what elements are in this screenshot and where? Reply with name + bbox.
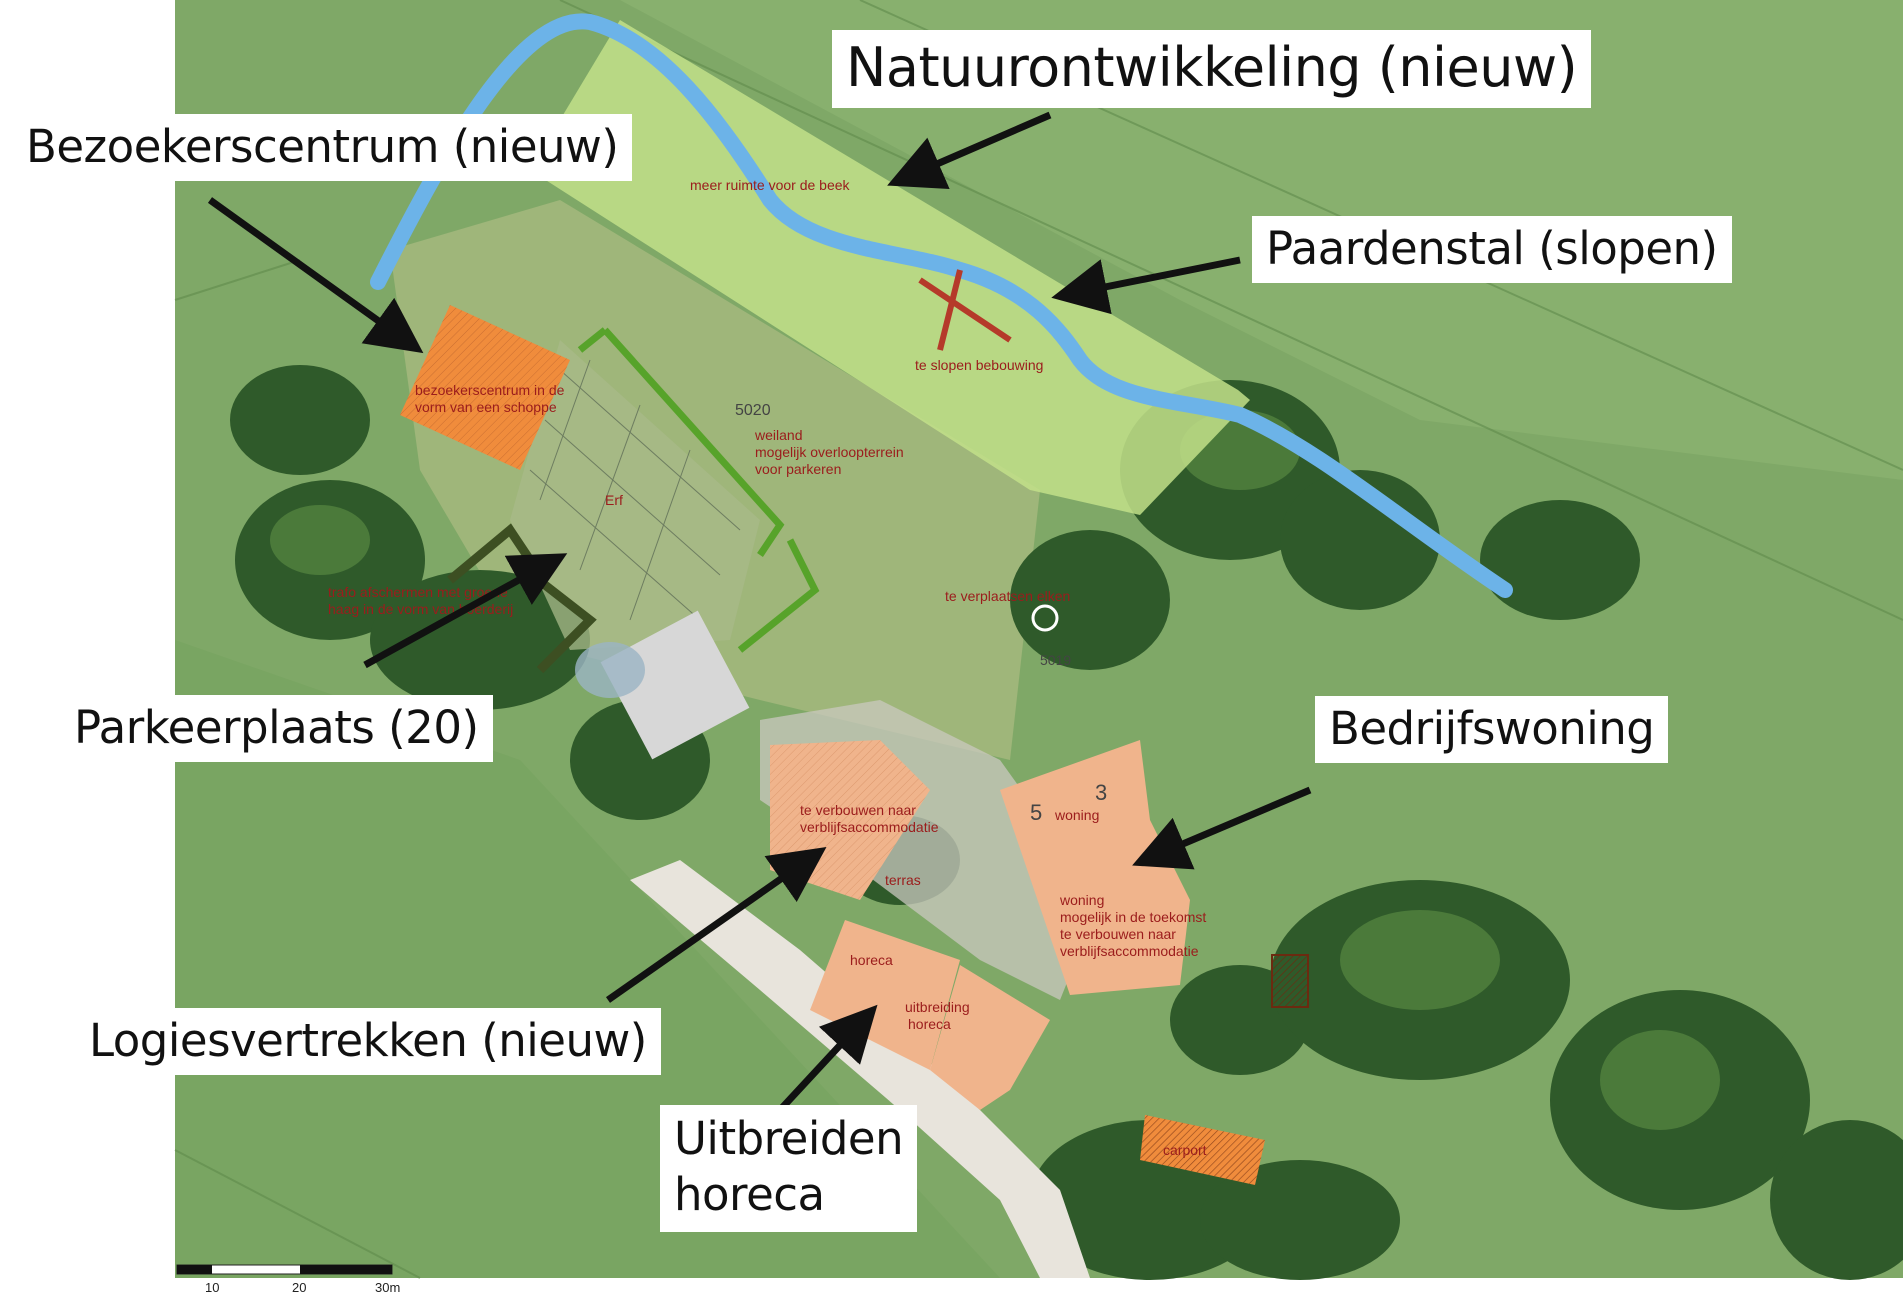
callout-bedrijfswoning: Bedrijfswoning bbox=[1315, 696, 1669, 764]
label-horeca: horeca bbox=[850, 952, 893, 968]
label-trafo-2: haag in de vorm van boerderij bbox=[328, 601, 513, 617]
transformer-plot bbox=[600, 610, 750, 760]
arrow-natuur bbox=[887, 111, 1052, 189]
tree-highlights bbox=[270, 410, 1720, 1130]
label-parcel-5019: 5019 bbox=[1040, 652, 1071, 668]
horeca-extension-building bbox=[930, 965, 1050, 1110]
nature-development-zone bbox=[530, 20, 1250, 515]
label-woning2-3: te verbouwen naar bbox=[1060, 926, 1176, 942]
arrow-logies bbox=[605, 846, 827, 1003]
bottom-white-margin bbox=[0, 1278, 1903, 1307]
field-lines bbox=[174, 0, 1903, 1279]
stream bbox=[370, 13, 1513, 598]
scale-20: 20 bbox=[292, 1280, 306, 1295]
parking-area bbox=[510, 327, 820, 653]
label-num3: 3 bbox=[1095, 780, 1107, 805]
callout-arrows bbox=[207, 111, 1312, 1113]
demolition-cross bbox=[918, 269, 1012, 351]
scale-bar: 10 20 30m bbox=[176, 1264, 400, 1295]
label-woning2-2: mogelijk in de toekomst bbox=[1060, 909, 1206, 925]
tree-marker bbox=[1031, 604, 1059, 632]
company-house-building bbox=[1000, 740, 1190, 995]
left-white-margin bbox=[0, 0, 175, 1307]
label-bezoek-2: vorm van een schoppe bbox=[415, 399, 557, 415]
callout-parkeerplaats: Parkeerplaats (20) bbox=[60, 695, 493, 763]
arrow-horeca bbox=[777, 1004, 878, 1113]
label-verbouwen-1: te verbouwen naar bbox=[800, 802, 916, 818]
label-verbouwen-2: verblijfsaccommodatie bbox=[800, 819, 939, 835]
callout-natuurontwikkeling: Natuurontwikkeling (nieuw) bbox=[832, 30, 1592, 108]
callout-horeca-line1: Uitbreiden bbox=[674, 1112, 904, 1165]
arrow-bedrijf bbox=[1132, 786, 1312, 870]
callout-horeca-line2: horeca bbox=[674, 1168, 825, 1222]
silo bbox=[575, 642, 645, 698]
arrow-paardenstal bbox=[1051, 256, 1241, 315]
label-slopen: te slopen bebouwing bbox=[915, 357, 1043, 373]
label-uitbreiding-1: uitbreiding bbox=[905, 999, 970, 1015]
label-weiland-3: voor parkeren bbox=[755, 461, 841, 477]
road bbox=[630, 860, 1090, 1278]
label-trafo-1: trafo afschermen met groene bbox=[328, 584, 508, 600]
scale-30: 30m bbox=[375, 1280, 400, 1295]
callout-bezoekerscentrum: Bezoekerscentrum (nieuw) bbox=[12, 114, 633, 182]
label-bezoek-1: bezoekerscentrum in de bbox=[415, 382, 565, 398]
label-beek: meer ruimte voor de beek bbox=[690, 177, 851, 193]
label-parcel-5020: 5020 bbox=[735, 402, 771, 419]
small-shed bbox=[1271, 954, 1309, 1008]
callout-uitbreiden-horeca: Uitbreiden horeca bbox=[660, 1105, 918, 1232]
horeca-building bbox=[810, 920, 960, 1070]
label-uitbreiding-2: horeca bbox=[908, 1016, 951, 1032]
label-elken: te verplaatsen elken bbox=[945, 588, 1070, 604]
label-woning2-4: verblijfsaccommodatie bbox=[1060, 943, 1199, 959]
label-weiland-1: weiland bbox=[754, 427, 802, 443]
label-terras: terras bbox=[885, 872, 921, 888]
scale-10: 10 bbox=[205, 1280, 219, 1295]
plan-labels: meer ruimte voor de beek te slopen bebou… bbox=[328, 177, 1207, 1158]
hedge-line bbox=[577, 327, 820, 653]
label-woning: woning bbox=[1054, 807, 1099, 823]
callout-logiesvertrekken: Logiesvertrekken (nieuw) bbox=[75, 1008, 661, 1076]
callout-paardenstal: Paardenstal (slopen) bbox=[1252, 216, 1732, 284]
label-num5: 5 bbox=[1030, 800, 1042, 825]
arrow-parkeer bbox=[363, 553, 568, 669]
label-woning2-1: woning bbox=[1059, 892, 1104, 908]
label-carport: carport bbox=[1163, 1142, 1207, 1158]
label-weiland-2: mogelijk overloopterrein bbox=[755, 444, 904, 460]
arrow-bezoekers bbox=[207, 197, 424, 354]
label-erf: Erf bbox=[605, 492, 623, 508]
